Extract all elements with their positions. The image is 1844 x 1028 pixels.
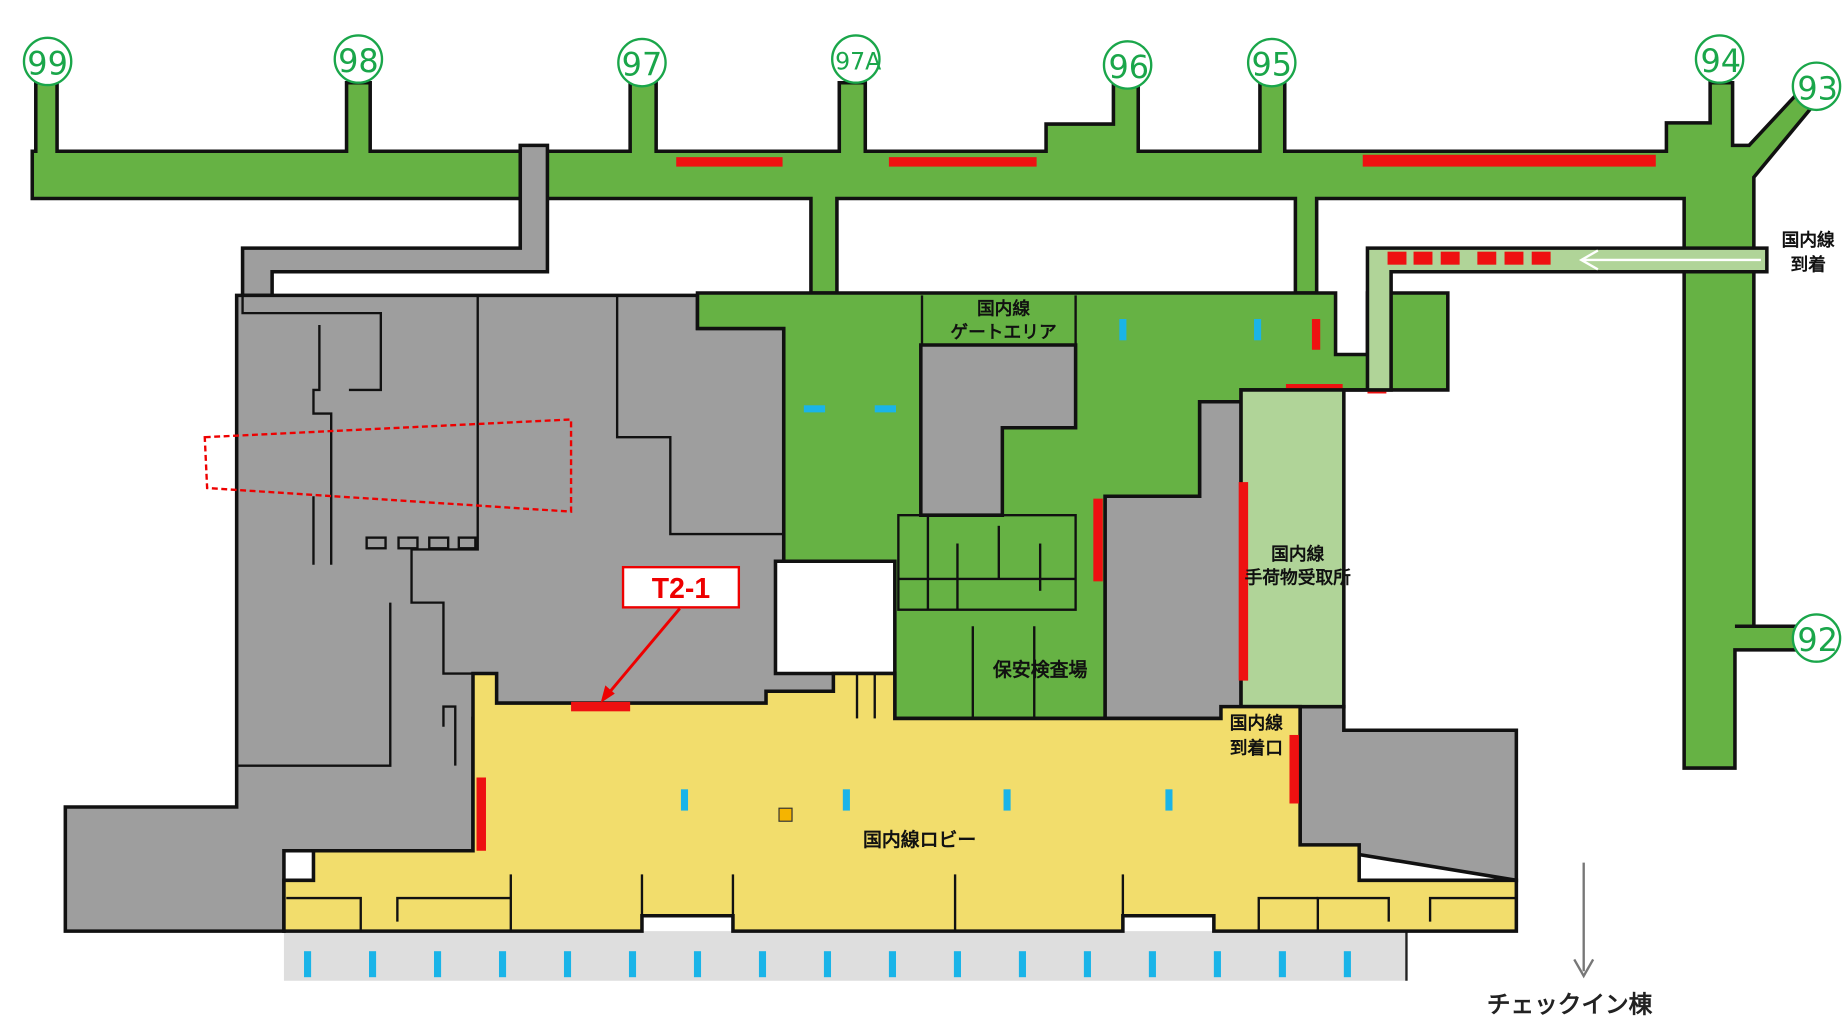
- gate-97a[interactable]: 97A: [831, 34, 881, 84]
- checkin-building-label: チェックイン棟: [1487, 991, 1653, 1019]
- gate-area-markers: [803, 319, 1262, 413]
- curb-markers: [304, 951, 1351, 978]
- gate-markers: 99 98 97 97A 96 95 94 93 92: [22, 34, 1842, 663]
- arrival-path-highlights: [1238, 251, 1551, 681]
- info-desk-icon: [778, 807, 793, 822]
- arrival-exit-label-1: 国内線: [1230, 712, 1283, 734]
- svg-text:97A: 97A: [835, 48, 881, 76]
- gate-99[interactable]: 99: [22, 36, 73, 87]
- gate-95[interactable]: 95: [1246, 37, 1297, 88]
- svg-text:98: 98: [338, 42, 379, 80]
- lobby-highlights: [476, 701, 1299, 851]
- domestic-arrival-label-2: 到着: [1790, 254, 1825, 276]
- svg-text:97: 97: [622, 46, 663, 84]
- gate-97[interactable]: 97: [617, 37, 667, 88]
- security-label: 保安検査場: [992, 658, 1088, 681]
- svg-text:92: 92: [1797, 621, 1838, 659]
- svg-text:96: 96: [1108, 48, 1149, 86]
- security-walls: [897, 295, 1077, 719]
- gray-building-walls: [236, 295, 784, 767]
- domestic-lobby: [282, 671, 1519, 933]
- arrival-path: [1239, 246, 1769, 709]
- curb-area: [283, 931, 1407, 981]
- t2-1-label: T2-1: [652, 573, 710, 605]
- svg-text:93: 93: [1797, 69, 1838, 107]
- construction-zone-outline: [203, 418, 573, 513]
- svg-text:94: 94: [1700, 42, 1741, 80]
- gate-98[interactable]: 98: [333, 34, 384, 84]
- concourse-highlights: [676, 154, 1656, 167]
- lobby-walls: [286, 673, 1517, 932]
- gate-94[interactable]: 94: [1694, 34, 1745, 84]
- domestic-arrival-label-1: 国内線: [1782, 229, 1835, 251]
- gate-93[interactable]: 93: [1791, 61, 1842, 112]
- gate-area-label-1: 国内線: [977, 297, 1030, 319]
- svg-text:95: 95: [1251, 46, 1292, 84]
- svg-text:99: 99: [27, 44, 68, 82]
- t2-1-marker[interactable]: T2-1: [600, 565, 741, 704]
- gate-92[interactable]: 92: [1791, 613, 1842, 663]
- baggage-claim-label-2: 手荷物受取所: [1245, 567, 1352, 589]
- lobby-markers: [680, 789, 1173, 811]
- arrival-exit-label-2: 到着口: [1230, 737, 1283, 759]
- gate-96[interactable]: 96: [1102, 40, 1153, 90]
- baggage-claim-label-1: 国内線: [1271, 543, 1324, 565]
- lobby-label: 国内線ロビー: [863, 828, 976, 851]
- airside-concourse: [30, 80, 1813, 770]
- gate-area-label-2: ゲートエリア: [950, 321, 1056, 343]
